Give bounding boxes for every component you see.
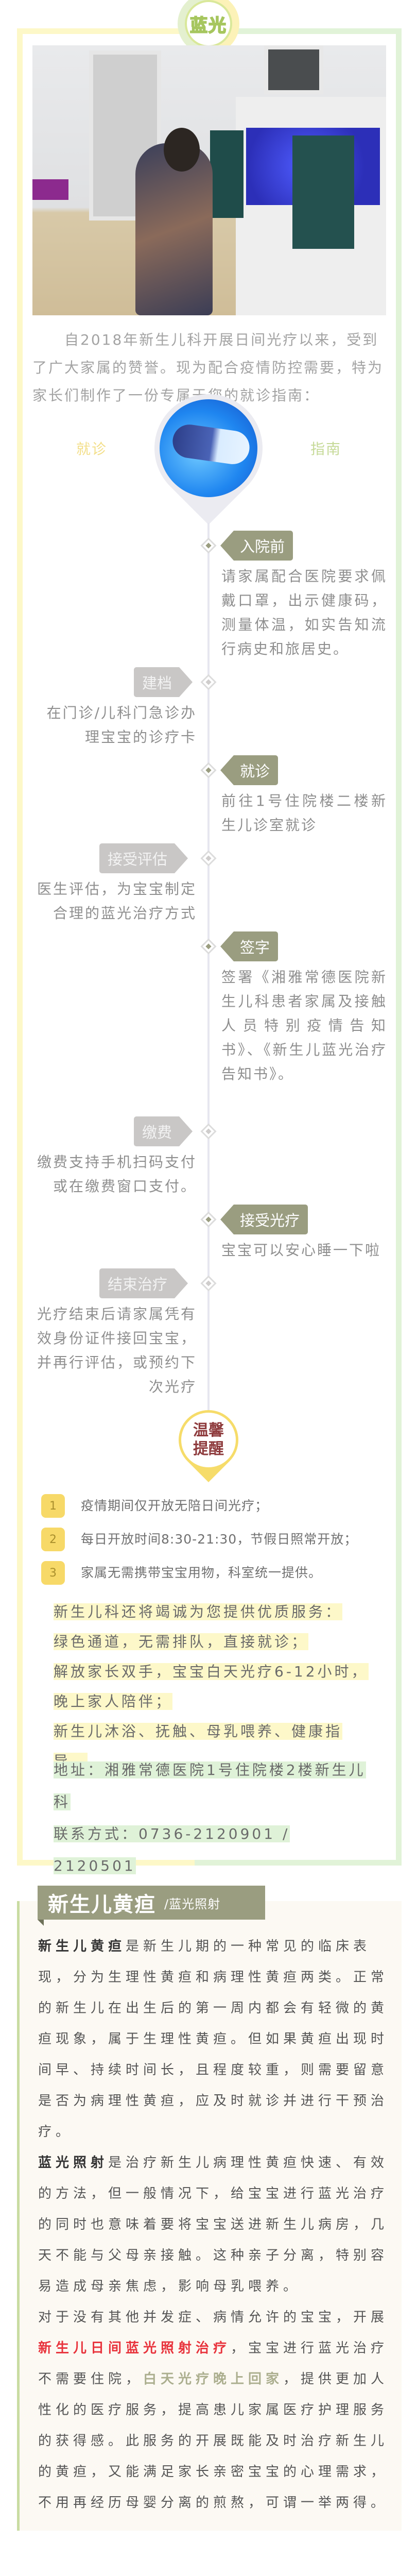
- step-desc: 前往1号住院楼二楼新生儿诊室就诊: [221, 792, 387, 834]
- bold-term: 新生儿黄疸: [38, 1939, 126, 1954]
- services-block: 新生儿科还将竭诚为您提供优质服务： 绿色通道，无需排队，直接就诊； 解放家长双手…: [54, 1597, 373, 1776]
- step-desc: 医生评估，为宝宝制定合理的蓝光治疗方式: [37, 880, 197, 922]
- article-subtitle: /蓝光照射: [164, 1896, 221, 1911]
- article-card: 新生儿黄疸是新生儿期的一种常见的临床表现，分为生理性黄疸和病理性黄疸两类。正常的…: [17, 1901, 402, 2531]
- frame-border-right: [396, 28, 402, 1866]
- reminder-title-line: 提醒: [193, 1440, 224, 1458]
- paragraph-text: 对于没有其他并发症、病情允许的宝宝，开展: [38, 2310, 389, 2325]
- timeline-marker: [200, 1123, 217, 1140]
- paragraph-text: ，提供更加人性化的医疗服务，提高患儿家属医疗护理服务的获得感。此服务的开展既能及…: [38, 2371, 389, 2511]
- contact-block: 地址：湘雅常德医院1号住院楼2楼新生儿科 联系方式：0736-2120901 /…: [54, 1754, 373, 1882]
- article-title: 新生儿黄疸: [48, 1893, 156, 1917]
- guide-right-word: 指南: [310, 440, 342, 457]
- reminder-text: 每日开放时间8:30-21:30，节假日照常开放；: [81, 1532, 358, 1547]
- timeline-marker: [200, 537, 217, 554]
- step-tag-payment: 缴费: [134, 1116, 193, 1146]
- step-tag-visit: 就诊: [220, 755, 279, 785]
- reminder-title: 温馨 提醒: [181, 1413, 236, 1467]
- timeline-marker: [200, 850, 217, 867]
- reminder-text: 家属无需携带宝宝用物，科室统一提供。: [81, 1565, 322, 1580]
- frame-border-left: [17, 28, 23, 1866]
- highlight-olive: 白天光疗晚上回家: [143, 2371, 284, 2387]
- title-badge: 蓝光: [185, 0, 232, 47]
- step-tag-signature: 签字: [220, 931, 279, 961]
- paragraph-text: 是治疗新生儿病理性黄疸快速、有效的方法，但一般情况下，给宝宝进行蓝光治疗的同时也…: [38, 2155, 389, 2294]
- step-tag-before-admission: 入院前: [220, 531, 293, 561]
- timeline-marker: [200, 1211, 217, 1228]
- highlight-red: 新生儿日间蓝光照射治疗: [38, 2341, 231, 2356]
- services-heading: 新生儿科还将竭诚为您提供优质服务：: [54, 1603, 343, 1620]
- article-paragraph-3: 对于没有其他并发症、病情允许的宝宝，开展新生儿日间蓝光照射治疗，宝宝进行蓝光治疗…: [38, 2302, 391, 2518]
- step-desc: 请家属配合医院要求佩戴口罩，出示健康码，测量体温，如实告知流行病史和旅居史。: [221, 568, 387, 657]
- timeline-marker: [200, 762, 217, 778]
- bold-term: 蓝光照射: [38, 2155, 109, 2171]
- contact-phone: 联系方式：0736-2120901 / 2120501: [54, 1825, 290, 1874]
- frame-border-top: [17, 28, 187, 34]
- timeline-marker: [200, 674, 217, 690]
- reminder-number-badge: 2: [41, 1528, 65, 1551]
- timeline-marker: [200, 938, 217, 955]
- timeline-line: [207, 523, 210, 1412]
- paragraph-text: 是新生儿期的一种常见的临床表现，分为生理性黄疸和病理性黄疸两类。正常的新生儿在出…: [38, 1939, 389, 2140]
- step-desc: 缴费支持手机扫码支付或在缴费窗口支付。: [37, 1154, 197, 1195]
- hero-photo: [32, 45, 386, 315]
- service-item: 绿色通道，无需排队，直接就诊；: [54, 1633, 309, 1650]
- timeline-marker: [200, 1275, 217, 1292]
- service-item: 解放家长双手，宝宝白天光疗6-12小时，晚上家人陪伴；: [54, 1663, 369, 1710]
- article-title-tab: 新生儿黄疸 /蓝光照射: [38, 1886, 265, 1920]
- guide-left-word: 就诊: [76, 440, 108, 457]
- step-desc: 宝宝可以安心睡一下啦: [221, 1242, 381, 1259]
- reminder-number-badge: 1: [41, 1494, 65, 1518]
- reminder-number-badge: 3: [41, 1561, 65, 1585]
- reminder-text: 疫情期间仅开放无陪日间光疗；: [81, 1498, 269, 1513]
- step-tag-phototherapy: 接受光疗: [220, 1205, 308, 1234]
- paragraph-text: ，宝宝进行蓝光治疗不需要住院，: [38, 2341, 389, 2387]
- reminder-title-line: 温馨: [193, 1421, 224, 1439]
- step-tag-assessment: 接受评估: [99, 843, 188, 873]
- frame-border-bottom: [195, 1860, 402, 1866]
- baby-phototherapy-photo: [160, 399, 257, 497]
- step-tag-registration: 建档: [134, 667, 193, 697]
- article-paragraph-1: 新生儿黄疸是新生儿期的一种常见的临床表现，分为生理性黄疸和病理性黄疸两类。正常的…: [38, 1931, 391, 2147]
- step-desc: 在门诊/儿科门急诊办理宝宝的诊疗卡: [46, 704, 197, 745]
- article-paragraph-2: 蓝光照射是治疗新生儿病理性黄疸快速、有效的方法，但一般情况下，给宝宝进行蓝光治疗…: [38, 2147, 391, 2302]
- step-tag-end-treatment: 结束治疗: [99, 1268, 188, 1298]
- step-desc: 签署《湘雅常德医院新生儿科患者家属及接触人员特别疫情告知书》、《新生儿蓝光治疗告…: [221, 969, 387, 1082]
- step-desc: 光疗结束后请家属凭有效身份证件接回宝宝，并再行评估，或预约下次光疗: [37, 1306, 197, 1395]
- intro-paragraph: 自2018年新生儿科开展日间光疗以来，受到了广大家属的赞誉。现为配合疫情防控需要…: [32, 331, 384, 404]
- frame-border-top: [232, 28, 402, 34]
- title-tab-fold: [38, 1920, 44, 1926]
- address: 地址：湘雅常德医院1号住院楼2楼新生儿科: [54, 1761, 366, 1810]
